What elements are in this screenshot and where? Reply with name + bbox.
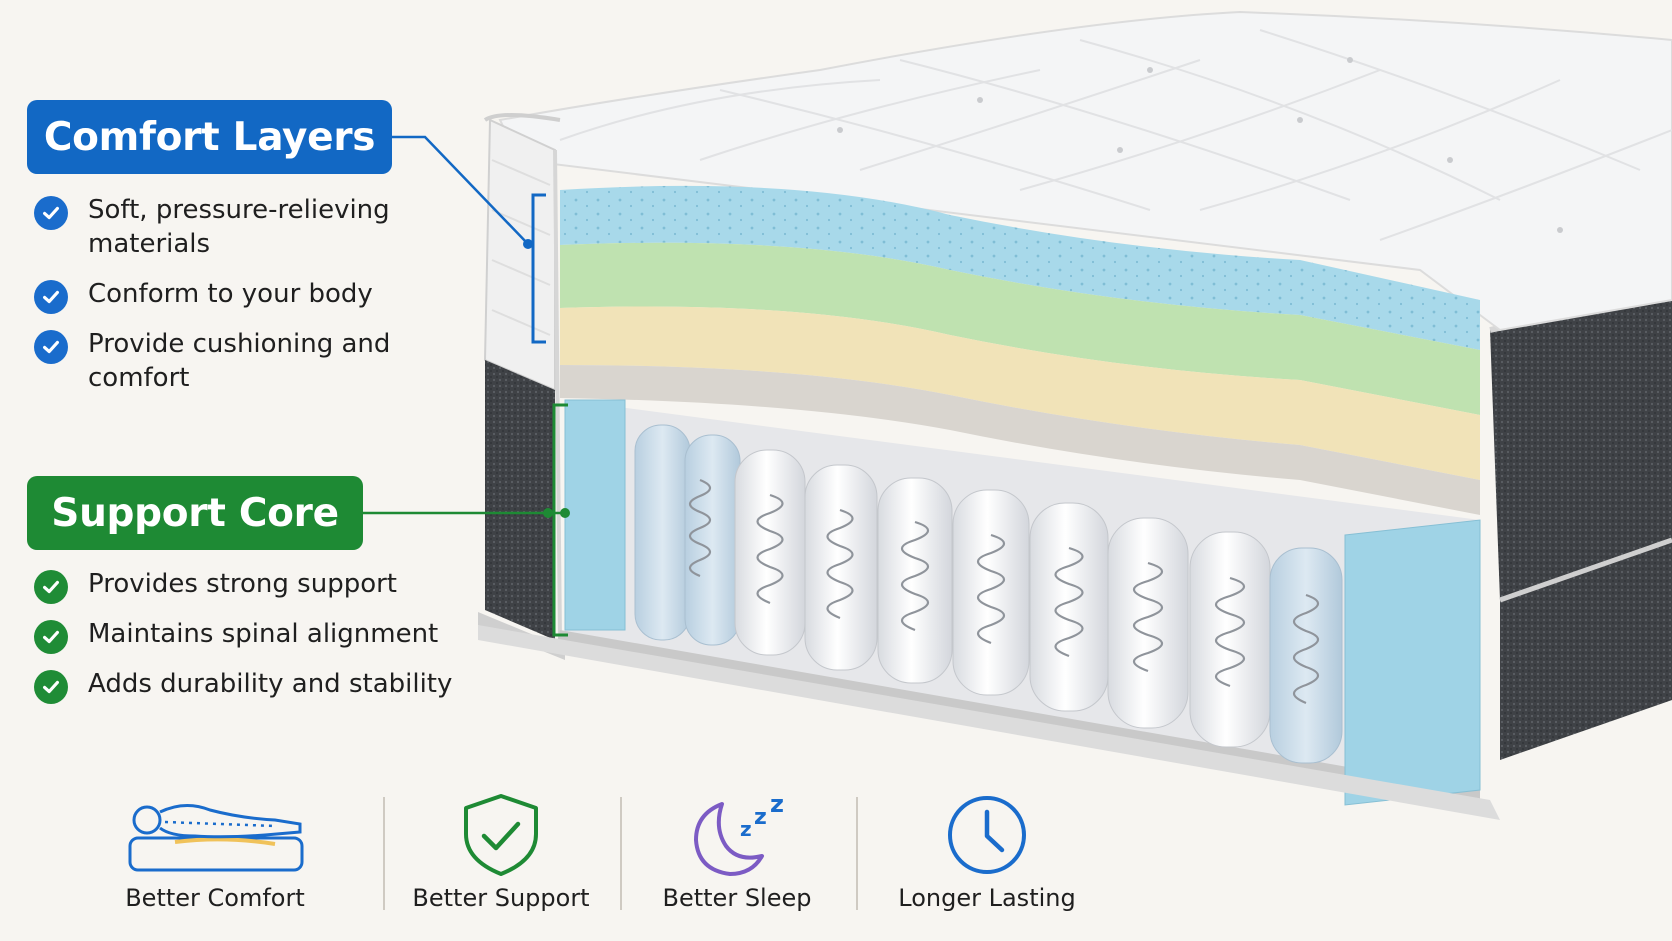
check-icon (34, 620, 68, 654)
divider (856, 797, 858, 910)
check-icon (34, 670, 68, 704)
list-item: Adds durability and stability (34, 667, 454, 704)
support-bracket (552, 403, 568, 637)
divider (620, 797, 622, 910)
benefit-better-comfort: Better Comfort (105, 790, 325, 930)
mattress-side-panel-lower (1500, 540, 1672, 760)
list-item-label: Provide cushioning and comfort (88, 329, 391, 393)
cream-foam-layer (560, 306, 1480, 480)
divider (383, 797, 385, 910)
benefit-label: Better Sleep (662, 884, 812, 912)
benefit-label: Better Comfort (125, 884, 305, 912)
comfort-leader-line (392, 135, 529, 245)
benefit-better-support: Better Support (391, 790, 611, 930)
list-item-label: Provides strong support (88, 569, 398, 599)
pocket-coils (634, 424, 1343, 764)
edge-foam-right (1344, 519, 1481, 806)
svg-text:z: z (754, 805, 767, 830)
list-item: Provides strong support (34, 567, 454, 604)
list-item-label: Adds durability and stability (88, 669, 453, 699)
list-item: Maintains spinal alignment (34, 617, 454, 654)
list-item: Provide cushioning and comfort (34, 327, 454, 395)
check-icon (34, 330, 68, 364)
check-icon (34, 280, 68, 314)
list-item: Soft, pressure-relieving materials (34, 193, 454, 261)
comfort-layers-list: Soft, pressure-relieving materials Confo… (34, 193, 454, 411)
comfort-bracket (531, 193, 546, 344)
support-core-title: Support Core (27, 476, 363, 550)
comfort-layers-title: Comfort Layers (27, 100, 392, 174)
list-item-label: Conform to your body (88, 279, 373, 309)
green-foam-layer (560, 242, 1480, 415)
body-on-mattress-icon (128, 804, 304, 872)
support-core-list: Provides strong support Maintains spinal… (34, 567, 454, 717)
benefit-label: Better Support (412, 884, 590, 912)
svg-text:z: z (740, 817, 752, 841)
shield-check-icon (464, 794, 538, 876)
fiber-pad-layer (560, 365, 1480, 515)
benefit-better-sleep: z z z Better Sleep (627, 790, 847, 930)
svg-text:z: z (770, 790, 784, 818)
mattress-side-panel (1490, 290, 1672, 600)
clock-icon (948, 796, 1026, 874)
check-icon (34, 570, 68, 604)
mattress-end-wall-base (485, 360, 555, 640)
benefit-label: Longer Lasting (898, 884, 1076, 912)
check-icon (34, 196, 68, 230)
list-item-label: Maintains spinal alignment (88, 619, 439, 649)
list-item-label: Soft, pressure-relieving materials (88, 195, 390, 259)
edge-foam-left (564, 399, 626, 631)
benefit-longer-lasting: Longer Lasting (872, 790, 1102, 930)
list-item: Conform to your body (34, 277, 454, 314)
moon-zzz-icon: z z z (694, 790, 784, 876)
